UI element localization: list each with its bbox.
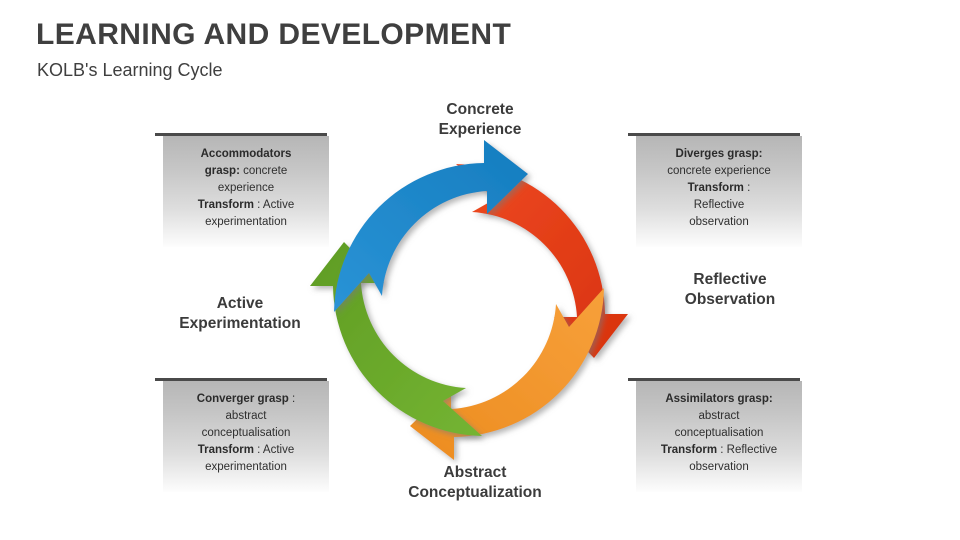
diverges-line5: observation [689, 216, 749, 228]
accommodators-line4-rest: : Active [253, 199, 295, 211]
page-title: LEARNING AND DEVELOPMENT [36, 18, 512, 51]
stage-label-line2: Experimentation [179, 315, 301, 332]
diverges-line3-bold: Transform [687, 182, 744, 194]
cycle-arrow-reflective-observation[interactable] [410, 288, 604, 460]
info-box-body: Accommodators grasp: concrete experience… [163, 136, 329, 247]
info-box-body: Assimilators grasp: abstract conceptuali… [636, 381, 802, 492]
stage-label-active-experimentation: Active Experimentation [155, 294, 325, 334]
stage-label-concrete-experience: Concrete Experience [390, 100, 570, 140]
stage-label-reflective-observation: Reflective Observation [650, 270, 810, 310]
accommodators-line5: experimentation [205, 216, 287, 228]
info-box-top-bar [628, 378, 800, 381]
info-box-assimilators: Assimilators grasp: abstract conceptuali… [628, 378, 802, 492]
info-box-top-bar [155, 133, 327, 136]
stage-label-abstract-conceptualization: Abstract Conceptualization [380, 463, 570, 503]
diverges-line2: concrete experience [667, 165, 771, 177]
cycle-arrow-abstract-conceptualization[interactable] [310, 242, 482, 436]
info-box-accommodators: Accommodators grasp: concrete experience… [155, 133, 329, 247]
info-box-converger: Converger grasp : abstract conceptualisa… [155, 378, 329, 492]
accommodators-line1: Accommodators [200, 148, 292, 160]
stage-label-line1: Concrete [446, 101, 514, 118]
info-box-body: Diverges grasp: concrete experience Tran… [636, 136, 802, 247]
stage-label-line1: Abstract [443, 464, 507, 481]
info-box-top-bar [628, 133, 800, 136]
info-box-body: Converger grasp : abstract conceptualisa… [163, 381, 329, 492]
cycle-arrow-active-experimentation[interactable] [334, 140, 528, 312]
stage-label-line2: Experience [438, 121, 522, 138]
diverges-line3-rest: : [743, 182, 751, 194]
assimilators-line4-rest: : Reflective [717, 444, 778, 456]
accommodators-line2-bold: grasp: [204, 165, 240, 177]
cycle-svg [310, 140, 628, 460]
converger-line1-bold: Converger grasp [196, 393, 289, 405]
diverges-line1: Diverges grasp: [675, 148, 763, 160]
assimilators-line1: Assimilators grasp: [665, 393, 773, 405]
cycle-arrow-concrete-experience[interactable] [456, 164, 628, 358]
converger-line4-rest: : Active [253, 444, 295, 456]
diverges-line4: Reflective [693, 199, 745, 211]
assimilators-line2: abstract [698, 410, 740, 422]
converger-line1-rest: : [288, 393, 296, 405]
assimilators-line5: observation [689, 461, 749, 473]
stage-label-line1: Active [216, 295, 264, 312]
converger-line4-bold: Transform [197, 444, 254, 456]
stage-label-line1: Reflective [693, 271, 767, 288]
info-box-top-bar [155, 378, 327, 381]
accommodators-line3: experience [217, 182, 275, 194]
page-subtitle: KOLB's Learning Cycle [37, 60, 223, 80]
assimilators-line4-bold: Transform [660, 444, 718, 456]
converger-line2: abstract [225, 410, 267, 422]
accommodators-line2-rest: concrete [239, 165, 288, 177]
stage-label-line2: Observation [684, 291, 776, 308]
stage-label-line2: Conceptualization [408, 484, 542, 501]
converger-line3: conceptualisation [201, 427, 291, 439]
accommodators-line4-bold: Transform [197, 199, 254, 211]
assimilators-line3: conceptualisation [674, 427, 764, 439]
info-box-diverges: Diverges grasp: concrete experience Tran… [628, 133, 802, 247]
kolb-cycle-diagram [298, 128, 642, 472]
converger-line5: experimentation [205, 461, 287, 473]
